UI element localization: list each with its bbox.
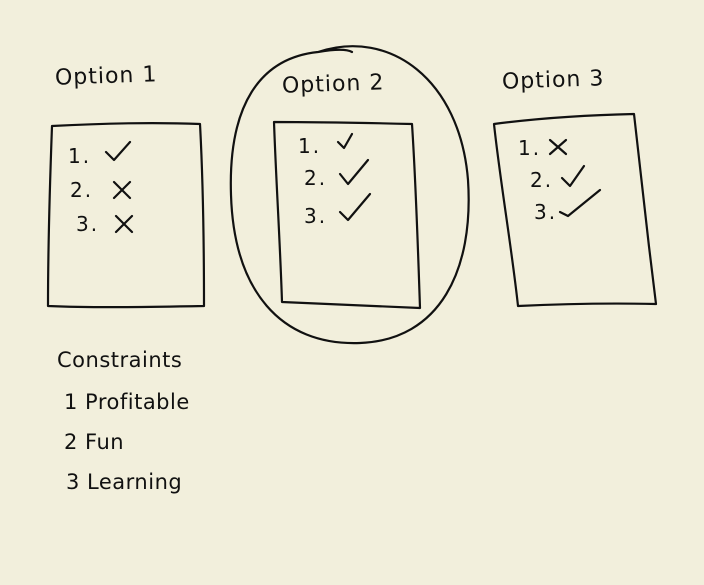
option-1-item-2-number: 2. <box>70 178 94 202</box>
selection-circle <box>229 45 470 345</box>
option-2-title: Option 2 <box>281 70 385 99</box>
constraint-item-fun: 2 Fun <box>64 430 125 454</box>
option-3-item-3-number: 3. <box>534 200 558 224</box>
option-1-item-2-x-icon <box>112 180 132 200</box>
option-2-item-1-number: 1. <box>298 134 322 158</box>
option-2-item-3-number: 3. <box>304 204 328 228</box>
option-2-item-3-check-icon <box>338 192 372 222</box>
constraint-item-learning: 3 Learning <box>66 470 183 494</box>
option-3-item-3-check-icon <box>558 188 602 218</box>
option-3-item-1-x-icon <box>548 138 568 156</box>
option-3-item-1-number: 1. <box>518 136 542 160</box>
option-3-item-2-number: 2. <box>530 168 554 192</box>
constraint-item-profitable: 1 Profitable <box>64 390 190 414</box>
option-1-item-1-check-icon <box>104 140 132 162</box>
option-2-item-2-number: 2. <box>304 166 328 190</box>
option-1-item-3-number: 3. <box>76 212 100 236</box>
option-3-box <box>492 112 658 308</box>
option-1-item-3-x-icon <box>114 214 134 234</box>
option-1-title: Option 1 <box>54 62 158 91</box>
option-2-item-1-check-icon <box>336 132 354 150</box>
option-1-item-1-number: 1. <box>68 144 92 168</box>
option-1-box <box>46 122 206 309</box>
option-3-item-2-check-icon <box>560 164 586 188</box>
option-3-title: Option 3 <box>501 66 605 95</box>
option-2-box <box>272 120 422 310</box>
constraints-heading: Constraints <box>57 348 183 372</box>
option-2-item-2-check-icon <box>338 158 370 186</box>
